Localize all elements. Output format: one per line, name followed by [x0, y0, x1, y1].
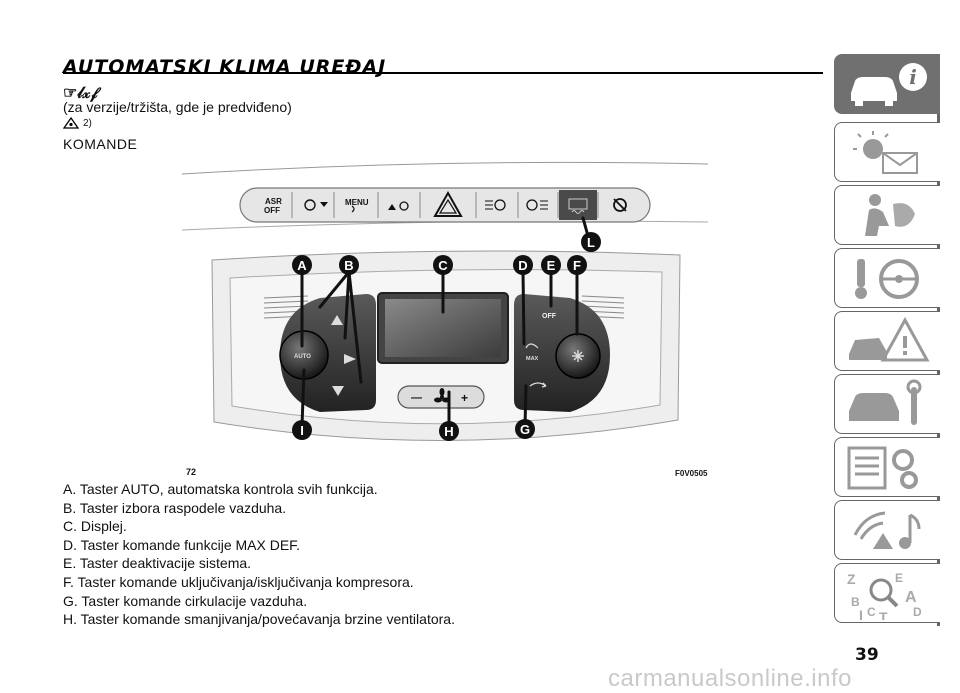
fan-plus-label: +	[461, 391, 468, 405]
tab-emergency[interactable]	[834, 311, 940, 371]
availability-note: (za verzije/tržišta, gde je predviđeno)	[63, 99, 292, 115]
svg-text:Z: Z	[847, 571, 856, 587]
technical-data-icon	[847, 446, 918, 490]
air-down-icon	[332, 386, 344, 396]
legend-item: G. Taster komande cirkulacije vazduha.	[63, 592, 308, 609]
callout-h: H	[444, 424, 453, 439]
recirculation-icon	[529, 382, 547, 388]
callout-i: I	[300, 423, 304, 438]
callout-g: G	[520, 422, 530, 437]
max-defrost-icon: MAX	[525, 343, 539, 362]
index-icon: Z B I C T E A D	[847, 571, 922, 620]
rear-defrost-icon	[568, 198, 588, 214]
warning-reference: 2)	[63, 117, 92, 129]
callout-b: B	[344, 258, 353, 273]
callout-l: L	[587, 235, 595, 250]
warning-ref-number: 2)	[83, 117, 92, 129]
tab-technical-data[interactable]	[834, 437, 940, 497]
asr-off-label: ASR	[265, 197, 282, 206]
front-fog-icon	[485, 199, 506, 211]
figure-code: F0V0505	[675, 469, 708, 478]
tab-warning-lights[interactable]	[834, 122, 940, 182]
multimedia-icon	[853, 511, 921, 549]
start-stop-off-icon	[613, 198, 627, 212]
snowflake-icon	[572, 350, 584, 362]
page-title: AUTOMATSKI KLIMA UREĐAJ	[63, 56, 387, 78]
model-marks: ☞𝓁𝓍𝒻	[63, 85, 98, 102]
callout-a: A	[297, 258, 307, 273]
off-label: OFF	[542, 313, 557, 320]
legend-item: E. Taster deaktivacije sistema.	[63, 555, 252, 572]
legend-item: A. Taster AUTO, automatska kontrola svih…	[63, 481, 378, 497]
parking-sensor-icon	[388, 201, 409, 211]
legend-item: B. Taster izbora raspodele vazduha.	[63, 499, 287, 516]
legend-item: D. Taster komande funkcije MAX DEF.	[63, 536, 301, 553]
hazard-icon	[433, 190, 463, 217]
tab-safety[interactable]	[834, 185, 940, 245]
max-label: MAX	[526, 356, 539, 362]
key-steering-icon	[855, 259, 919, 299]
maintenance-icon	[849, 379, 922, 425]
svg-text:i: i	[909, 65, 917, 89]
rear-defrost-button	[559, 190, 597, 220]
svg-text:I: I	[859, 607, 863, 620]
auto-label: AUTO	[294, 354, 311, 360]
callout-f: F	[573, 258, 581, 273]
callout-e: E	[547, 258, 556, 273]
menu-label: MENU	[345, 198, 369, 207]
tab-index[interactable]: Z B I C T E A D	[834, 563, 940, 623]
tab-multimedia[interactable]	[834, 500, 940, 560]
tab-starting-driving[interactable]	[834, 248, 940, 308]
callout-c: C	[438, 258, 448, 273]
legend-item: C. Displej.	[63, 518, 127, 535]
legend-item: F. Taster komande uključivanja/isključiv…	[63, 573, 414, 590]
rear-fog-icon	[526, 199, 548, 211]
legend-item: H. Taster komande smanjivanja/povećavanj…	[63, 611, 455, 628]
tab-maintenance[interactable]	[834, 374, 940, 434]
svg-text:A: A	[905, 589, 917, 606]
svg-text:E: E	[895, 571, 903, 585]
watermark: carmanualsonline.info	[608, 665, 852, 692]
svg-text:T: T	[879, 609, 888, 620]
tab-car-info[interactable]: i	[834, 54, 940, 114]
figure-number: 72	[186, 467, 197, 477]
menu-return-icon	[351, 205, 355, 213]
svg-text:B: B	[851, 595, 860, 609]
car-info-icon: i	[851, 63, 927, 106]
headlight-icon	[304, 199, 328, 211]
warning-lights-icon	[853, 131, 918, 174]
section-heading: KOMANDE	[63, 136, 138, 152]
warning-triangle-icon	[63, 117, 79, 129]
climate-panel-illustration: ASR OFF MENU	[181, 161, 709, 441]
climate-control-figure: ASR OFF MENU	[180, 160, 710, 480]
callout-d: D	[518, 258, 527, 273]
fan-minus-label: —	[411, 392, 422, 404]
page-number: 39	[855, 645, 879, 665]
svg-text:OFF: OFF	[264, 206, 280, 215]
safety-airbag-icon	[865, 194, 915, 236]
emergency-icon	[849, 316, 930, 362]
svg-text:D: D	[913, 605, 922, 619]
air-up-icon	[331, 315, 343, 325]
title-rule	[63, 72, 823, 74]
figure-legend: A. Taster AUTO, automatska kontrola svih…	[63, 480, 455, 629]
svg-text:C: C	[867, 605, 876, 619]
air-face-icon	[344, 354, 356, 364]
